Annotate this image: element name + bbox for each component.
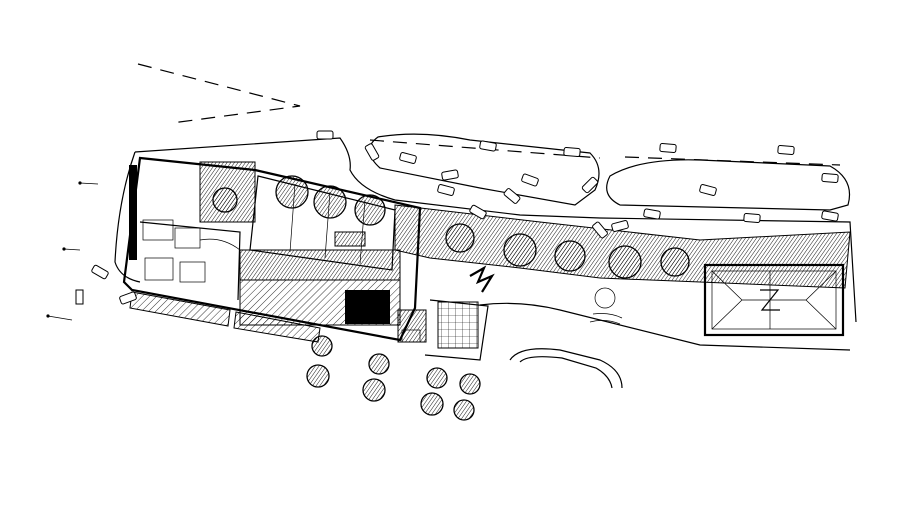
tree-row-north <box>212 175 386 226</box>
terrace-deck <box>239 249 401 281</box>
car-symbol <box>699 184 717 196</box>
parking-island-north-b <box>606 156 851 211</box>
car-symbol <box>592 221 608 239</box>
car-symbol <box>503 188 521 204</box>
tree-band-central <box>394 204 851 289</box>
car-symbol <box>316 130 334 140</box>
car-symbol <box>437 184 455 196</box>
west-markers <box>46 181 99 321</box>
car-symbol <box>521 173 539 187</box>
stair-block <box>334 231 366 247</box>
walkway-hatch-a <box>129 291 231 327</box>
car-symbol <box>91 264 109 280</box>
room-b <box>174 227 201 249</box>
car-symbol <box>364 143 380 161</box>
lawn-lines <box>589 313 623 325</box>
car-symbol <box>119 291 137 305</box>
car-symbol <box>659 142 677 154</box>
vehicles <box>91 130 839 305</box>
car-symbol <box>441 169 459 181</box>
parking-grid-south <box>424 299 489 361</box>
car-symbol <box>479 140 497 152</box>
car-symbol <box>777 144 795 156</box>
entry-plaza <box>397 309 427 343</box>
site-boundary-dashed <box>137 63 301 124</box>
site-outline-west <box>114 137 857 323</box>
car-symbol <box>469 204 487 220</box>
car-symbol <box>611 220 629 232</box>
pavilion-symbol <box>760 289 780 311</box>
room-c <box>144 257 174 281</box>
car-symbol <box>581 176 599 194</box>
car-symbol <box>821 210 839 222</box>
car-symbol <box>563 146 581 158</box>
wall-west <box>129 165 137 260</box>
car-symbol <box>821 172 839 184</box>
main-building <box>122 156 422 343</box>
room-d <box>179 261 206 283</box>
pool-dark <box>345 290 390 324</box>
trees-south <box>306 287 616 421</box>
road-south-east <box>479 302 851 389</box>
room-a <box>142 219 174 241</box>
pavilion-east <box>703 263 845 337</box>
zigzag-symbol <box>469 265 495 293</box>
car-symbol <box>399 152 417 164</box>
car-symbol <box>743 212 761 224</box>
car-symbol <box>643 208 661 220</box>
